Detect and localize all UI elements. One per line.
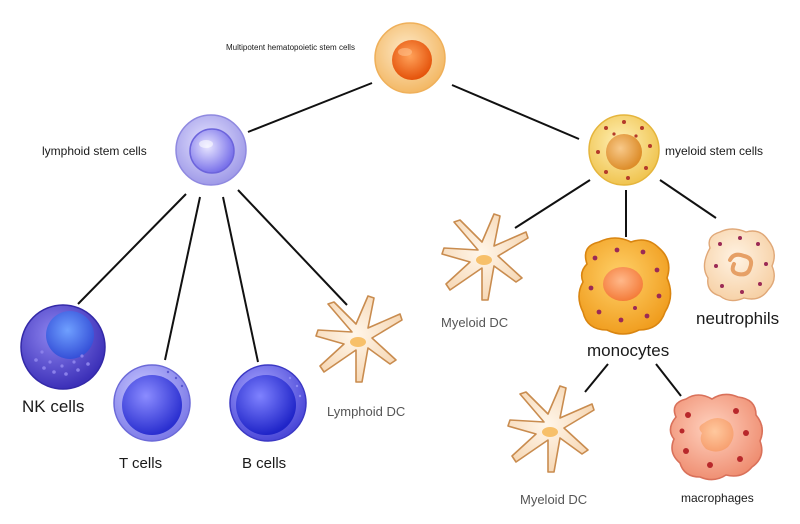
t-cell-icon bbox=[113, 364, 191, 442]
hsc-label: Multipotent hematopoietic stem cells bbox=[226, 43, 355, 52]
lineage-edges bbox=[77, 82, 717, 397]
edge-hsc-myeloid bbox=[451, 84, 580, 140]
myeloid-dc-bottom-label: Myeloid DC bbox=[520, 492, 587, 507]
edge-lymphoid-nk bbox=[77, 193, 187, 305]
myeloid-stem-cell-icon bbox=[588, 114, 660, 186]
edge-lymphoid-b bbox=[222, 196, 259, 363]
myeloid-dc-top-label: Myeloid DC bbox=[441, 315, 508, 330]
myeloid-dc-top-icon bbox=[441, 213, 529, 301]
lymphoid-dc-label: Lymphoid DC bbox=[327, 404, 405, 419]
myeloid-label: myeloid stem cells bbox=[665, 144, 763, 158]
neutrophil-icon bbox=[703, 228, 775, 302]
macrophages-label: macrophages bbox=[681, 491, 754, 505]
b-cell-icon bbox=[229, 364, 307, 442]
edge-monocytes-myeloid-dc-bottom bbox=[584, 363, 609, 393]
myeloid-dc-bottom-icon bbox=[507, 385, 595, 473]
b-label: B cells bbox=[242, 455, 286, 472]
macrophage-icon bbox=[669, 393, 764, 481]
nk-label: NK cells bbox=[22, 397, 84, 416]
edge-lymphoid-t bbox=[164, 196, 201, 361]
monocyte-icon bbox=[578, 237, 672, 335]
edge-hsc-lymphoid bbox=[247, 82, 373, 133]
edge-myeloid-myeloid-dc-top bbox=[514, 179, 591, 229]
t-label: T cells bbox=[119, 455, 162, 472]
edge-monocytes-macrophages bbox=[655, 363, 682, 397]
edge-myeloid-neutrophils bbox=[659, 179, 717, 219]
edge-lymphoid-lymphoid-dc bbox=[237, 189, 348, 306]
lymphoid-stem-cell-icon bbox=[175, 114, 247, 186]
hsc-cell-icon bbox=[374, 22, 446, 94]
monocytes-label: monocytes bbox=[587, 341, 669, 360]
neutrophils-label: neutrophils bbox=[696, 309, 779, 328]
lymphoid-label: lymphoid stem cells bbox=[42, 144, 147, 158]
lymphoid-dc-icon bbox=[315, 295, 403, 383]
nk-cell-icon bbox=[20, 304, 106, 390]
